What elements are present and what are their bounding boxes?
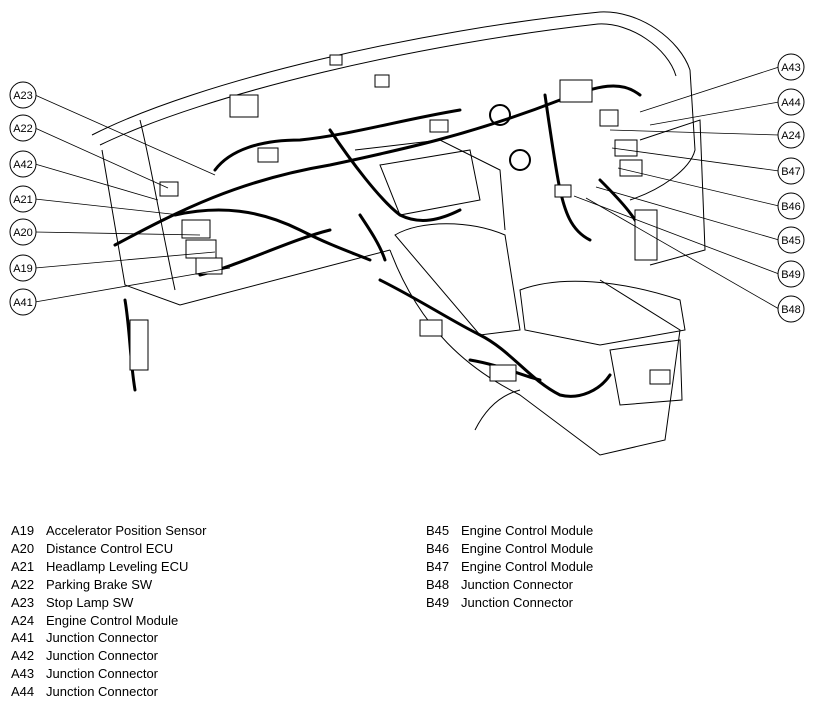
callout-label: A41 [13, 297, 33, 309]
callout-label: A20 [13, 227, 33, 239]
legend-component-name: Junction Connector [461, 594, 574, 610]
callout-circle [777, 88, 805, 116]
legend-component-name: Parking Brake SW [46, 576, 153, 592]
callout-circle [777, 260, 805, 288]
callout-label: A21 [13, 194, 33, 206]
legend-row: A19 Accelerator Position Sensor [11, 522, 206, 540]
callout-a43: A43 [777, 53, 805, 81]
connector-blocks [129, 54, 671, 385]
callout-a22: A22 [9, 114, 37, 142]
legend-row: A43 Junction Connector [11, 665, 206, 683]
callout-a24: A24 [777, 121, 805, 149]
legend-component-name: Accelerator Position Sensor [46, 523, 207, 538]
callout-a23: A23 [9, 81, 37, 109]
callout-a44: A44 [777, 88, 805, 116]
legend-component-name: Junction Connector [46, 648, 159, 664]
dashboard-outline [91, 11, 706, 456]
legend-row: A42 Junction Connector [11, 647, 206, 665]
legend-code: B45 [426, 523, 450, 538]
callout-label: A22 [13, 123, 33, 135]
callout-circle [9, 150, 37, 178]
callout-circle [9, 81, 37, 109]
legend-row: A21 Headlamp Leveling ECU [11, 558, 206, 576]
callout-a20: A20 [9, 218, 37, 246]
callout-b49: B49 [777, 260, 805, 288]
callout-label: A43 [781, 62, 801, 74]
legend-row: B49 Junction Connector [426, 594, 593, 612]
legend-row: A24 Engine Control Module [11, 612, 206, 630]
legend-component-name: Junction Connector [46, 684, 159, 700]
legend-row: B46 Engine Control Module [426, 540, 593, 558]
legend-component-name: Engine Control Module [46, 612, 179, 628]
legend-component-name: Headlamp Leveling ECU [46, 558, 189, 574]
legend-code: B49 [426, 594, 450, 610]
legend-component-name: Junction Connector [46, 666, 159, 682]
legend-code: A42 [11, 648, 35, 664]
callout-label: B49 [781, 269, 801, 281]
callout-b47: B47 [777, 157, 805, 185]
legend-code: B47 [426, 558, 450, 574]
callout-label: A19 [13, 263, 33, 275]
callout-b45: B45 [777, 226, 805, 254]
legend-row: B48 Junction Connector [426, 576, 593, 594]
legend-code: B48 [426, 576, 450, 592]
callout-label: A24 [781, 130, 801, 142]
gauge-dials [489, 104, 531, 171]
callout-label: B47 [781, 166, 801, 178]
callout-a41: A41 [9, 288, 37, 316]
callout-circle [777, 157, 805, 185]
callout-a42: A42 [9, 150, 37, 178]
callout-label: B48 [781, 304, 801, 316]
legend-code: A23 [11, 594, 35, 610]
legend-code: A44 [11, 684, 35, 700]
callout-circle [777, 295, 805, 323]
legend-row: B47 Engine Control Module [426, 558, 593, 576]
legend-component-name: Distance Control ECU [46, 540, 174, 556]
legend-code: A21 [11, 558, 35, 574]
callout-circle [777, 226, 805, 254]
legend-component-name: Engine Control Module [461, 540, 594, 556]
callout-circle [777, 121, 805, 149]
callout-circle [9, 254, 37, 282]
callout-circle [777, 192, 805, 220]
legend-row: A20 Distance Control ECU [11, 540, 206, 558]
legend-code: A22 [11, 576, 35, 592]
callout-label: B46 [781, 201, 801, 213]
legend-row: A41 Junction Connector [11, 629, 206, 647]
callout-circle [9, 218, 37, 246]
legend-row: A22 Parking Brake SW [11, 576, 206, 594]
legend-code: A20 [11, 540, 35, 556]
callout-b48: B48 [777, 295, 805, 323]
legend-code: B46 [426, 540, 450, 556]
legend-code: A19 [11, 523, 35, 538]
callout-a21: A21 [9, 185, 37, 213]
legend-component-name: Junction Connector [461, 576, 574, 592]
legend-component-name: Stop Lamp SW [46, 594, 134, 610]
legend-component-name: Engine Control Module [461, 523, 594, 538]
callout-label: A23 [13, 90, 33, 102]
callout-lines [34, 66, 780, 310]
legend-row: B45 Engine Control Module [426, 522, 593, 540]
callout-circle [777, 53, 805, 81]
legend-component-name: Junction Connector [46, 630, 159, 646]
callout-label: A44 [781, 97, 801, 109]
callout-circle [9, 185, 37, 213]
callout-circle [9, 288, 37, 316]
legend-row: A44 Junction Connector [11, 683, 206, 701]
callout-label: B45 [781, 235, 801, 247]
legend-component-name: Engine Control Module [461, 558, 594, 574]
legend-row: A23 Stop Lamp SW [11, 594, 206, 612]
callout-b46: B46 [777, 192, 805, 220]
legend-code: A41 [11, 630, 35, 646]
legend-code: A43 [11, 666, 35, 682]
callout-circle [9, 114, 37, 142]
callout-label: A42 [13, 159, 33, 171]
callout-a19: A19 [9, 254, 37, 282]
legend-code: A24 [11, 612, 35, 628]
